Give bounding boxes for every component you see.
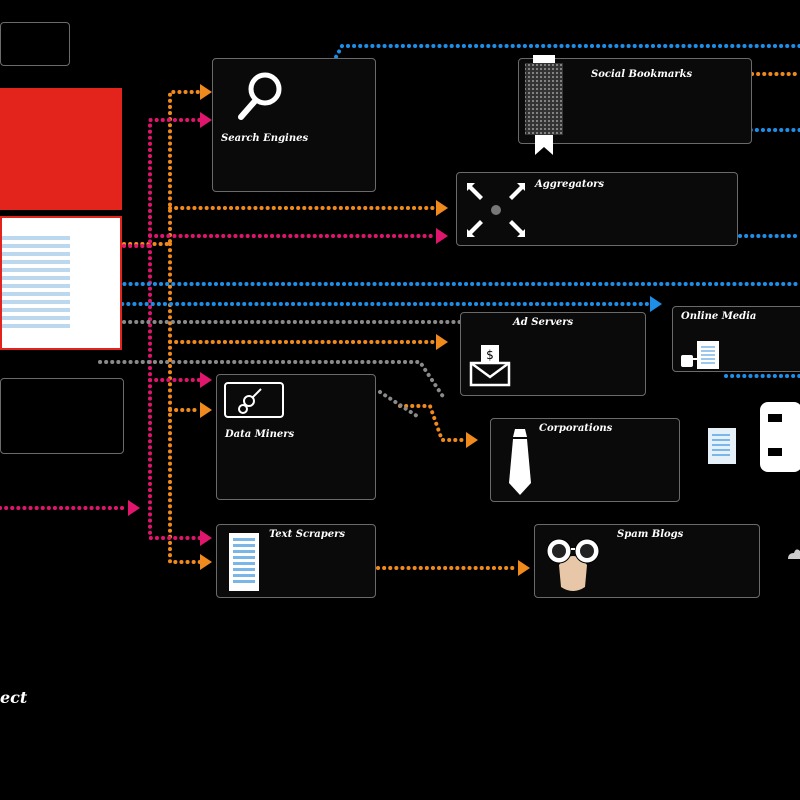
connector-orange-aggregators-arrowhead bbox=[436, 200, 448, 216]
node-data-miners: Data Miners bbox=[216, 374, 376, 500]
connector-orange-textscrapers-arrowhead bbox=[200, 554, 212, 570]
node-social-bookmarks: Social Bookmarks bbox=[518, 55, 752, 155]
bottom-title: ect bbox=[0, 688, 28, 707]
node-corporations: Corporations bbox=[490, 418, 680, 502]
connector-orange-corporations-arrowhead bbox=[466, 432, 478, 448]
document-icon bbox=[229, 533, 259, 591]
node-title: Data Miners bbox=[225, 429, 295, 440]
connector-gray-2 bbox=[98, 360, 446, 400]
connector-orange-adservers-arrowhead bbox=[436, 334, 448, 350]
newspaper-icon bbox=[681, 341, 719, 369]
node-spam-blogs: Spam Blogs bbox=[534, 524, 760, 598]
blog-page-box bbox=[0, 216, 122, 350]
connector-orange-spamblogs-arrowhead bbox=[518, 560, 530, 576]
left-lower-box bbox=[0, 378, 124, 454]
connector-orange-dataminers-arrowhead bbox=[200, 402, 212, 418]
corner-label-box bbox=[0, 22, 70, 66]
blog-text-lines bbox=[2, 236, 70, 332]
node-title: Online Media bbox=[681, 311, 757, 322]
node-ad-servers: $ Ad Servers bbox=[460, 312, 646, 396]
connector-blue-top bbox=[298, 44, 800, 70]
connector-orange-corporations bbox=[398, 404, 468, 442]
node-text-scrapers: Text Scrapers bbox=[216, 524, 376, 598]
connector-gray-3 bbox=[378, 390, 422, 420]
node-title: Ad Servers bbox=[513, 317, 574, 328]
bookmark-icon bbox=[525, 55, 563, 155]
connector-magenta-search bbox=[122, 118, 202, 248]
left-lower-text bbox=[1, 379, 123, 393]
svg-text:$: $ bbox=[486, 348, 494, 362]
corner-label-text bbox=[1, 23, 69, 39]
cloud-icon bbox=[788, 549, 800, 559]
magnifier-icon bbox=[238, 72, 282, 120]
envelope-icon: $ bbox=[469, 345, 511, 387]
node-title: Spam Blogs bbox=[617, 529, 684, 540]
blog-page-icon bbox=[708, 402, 800, 472]
node-online-media: Online Media bbox=[672, 306, 800, 372]
node-title: Aggregators bbox=[535, 179, 605, 190]
connector-orange-textscrapers bbox=[168, 242, 202, 564]
connector-blue-mid2-arrowhead bbox=[650, 296, 662, 312]
node-aggregators: Aggregators bbox=[456, 172, 738, 246]
disguise-glasses-icon bbox=[546, 538, 600, 591]
node-title: Corporations bbox=[539, 423, 613, 434]
connector-orange-search bbox=[122, 90, 202, 246]
node-title: Social Bookmarks bbox=[591, 69, 693, 80]
node-title: Search Engines bbox=[221, 133, 309, 144]
necktie-icon bbox=[509, 429, 531, 495]
connector-magenta-dataminers-arrowhead bbox=[200, 372, 212, 388]
converge-arrows-icon bbox=[467, 183, 525, 237]
node-title: Text Scrapers bbox=[269, 529, 346, 540]
gender-symbol-icon bbox=[224, 382, 284, 418]
connector-orange-search-arrowhead bbox=[200, 84, 212, 100]
node-search-engines: Search Engines bbox=[212, 58, 376, 192]
red-blog-box bbox=[0, 88, 122, 210]
connector-magenta-textscrapers-arrowhead bbox=[200, 530, 212, 546]
connector-magenta-left-arrowhead bbox=[128, 500, 140, 516]
connector-magenta-search-arrowhead bbox=[200, 112, 212, 128]
connector-magenta-textscrapers bbox=[148, 244, 202, 540]
connector-magenta-aggregators-arrowhead bbox=[436, 228, 448, 244]
